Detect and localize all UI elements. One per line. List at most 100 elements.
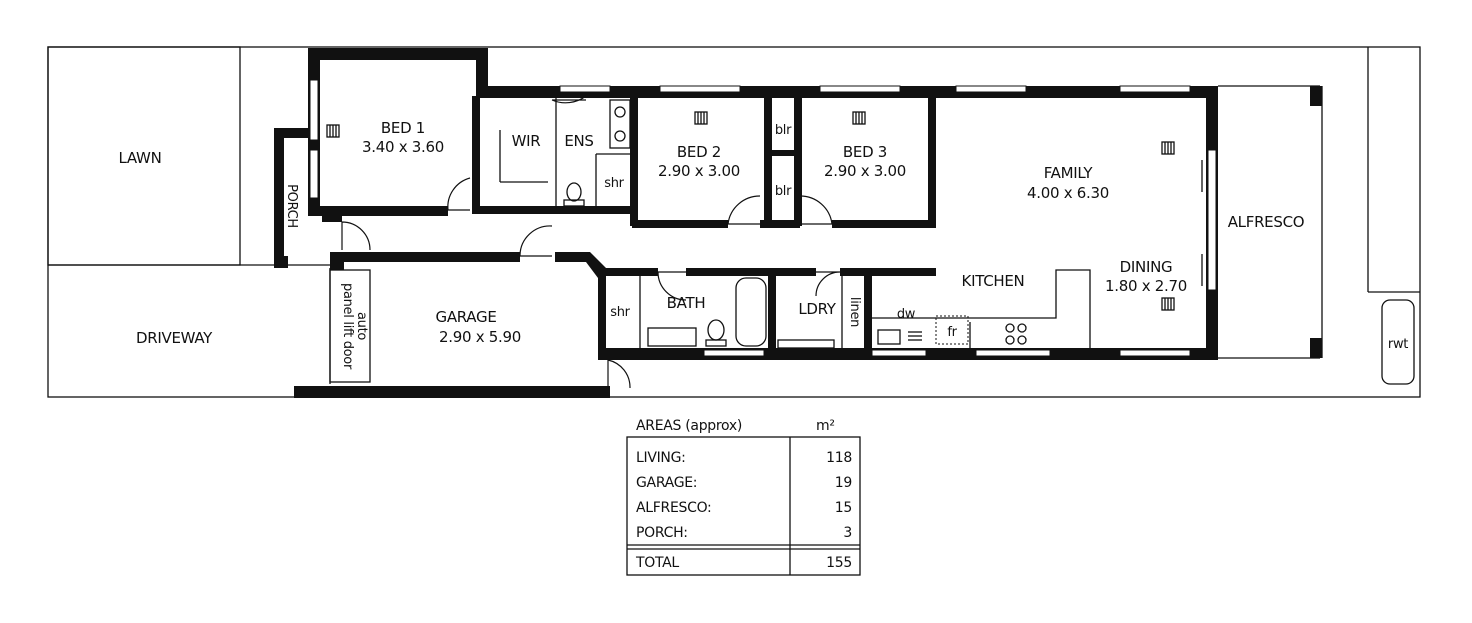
area-row-label: ALFRESCO: <box>636 500 711 516</box>
wall <box>472 96 480 214</box>
window <box>1119 85 1191 93</box>
vent-icon <box>1161 297 1175 311</box>
window <box>309 149 319 199</box>
area-row-value: 19 <box>835 475 852 491</box>
door-swing <box>607 359 631 389</box>
door-swing <box>799 195 833 225</box>
alfresco-label: ALFRESCO <box>1228 213 1305 231</box>
wall <box>630 96 638 226</box>
alfresco-post <box>1310 338 1322 358</box>
kitchen-bench <box>872 269 1091 348</box>
ens-label: ENS <box>564 132 593 150</box>
vent-icon <box>852 111 866 125</box>
vanity <box>647 327 697 347</box>
wall <box>274 128 284 268</box>
areas-unit: m² <box>816 418 835 434</box>
driveway-label: DRIVEWAY <box>136 329 213 347</box>
area-row-label: PORCH: <box>636 525 688 541</box>
window <box>955 85 1027 93</box>
basin <box>614 106 626 118</box>
vent-icon <box>694 111 708 125</box>
fridge-label: fr <box>947 325 957 340</box>
bath-label: BATH <box>667 294 706 312</box>
door-swing <box>519 225 553 257</box>
wall <box>330 252 344 270</box>
garage-door-panel <box>329 269 371 383</box>
area-total-label: TOTAL <box>635 555 679 571</box>
wall <box>760 220 800 228</box>
laundry-label: LDRY <box>798 300 836 318</box>
wall <box>598 268 606 360</box>
bed2-dims: 2.90 x 3.00 <box>658 162 740 180</box>
panel-lift-door-label: panel lift door <box>340 283 355 370</box>
wall <box>274 256 288 268</box>
window <box>975 349 1051 357</box>
area-row-value: 15 <box>835 500 852 516</box>
ens-shower-label: shr <box>604 176 624 191</box>
area-row-value: 118 <box>826 450 852 466</box>
wall <box>308 48 488 60</box>
wall <box>928 96 936 226</box>
blr-top-label: blr <box>775 123 792 138</box>
alfresco-post <box>1310 86 1322 106</box>
areas-table: AREAS (approx) m² LIVING: 118 GARAGE: 19… <box>626 418 861 576</box>
window <box>659 85 741 93</box>
window <box>871 349 927 357</box>
bed2-label: BED 2 <box>677 143 721 161</box>
bathtub <box>735 277 767 347</box>
areas-title: AREAS (approx) <box>636 418 742 434</box>
vent-icon <box>326 124 340 138</box>
cooktop-burner <box>1017 335 1027 345</box>
wall <box>686 268 816 276</box>
door-swing <box>815 271 841 297</box>
dining-label: DINING <box>1120 258 1173 276</box>
wall <box>472 206 638 214</box>
area-total-value: 155 <box>826 555 852 571</box>
wir-label: WIR <box>512 132 541 150</box>
wall <box>764 150 800 156</box>
door-swing <box>551 95 587 104</box>
rainwater-tank <box>1381 299 1415 385</box>
cooktop-burner <box>1005 335 1015 345</box>
wall <box>274 128 308 138</box>
garage-label: GARAGE <box>436 308 497 326</box>
cooktop-burner <box>1017 323 1027 333</box>
lawn-label: LAWN <box>119 149 162 167</box>
area-row-value: 3 <box>843 525 852 541</box>
dining-dims: 1.80 x 2.70 <box>1105 277 1187 295</box>
window <box>559 85 611 93</box>
garage-dims: 2.90 x 5.90 <box>439 328 521 346</box>
wall <box>764 96 772 226</box>
porch-label: PORCH <box>284 184 299 228</box>
wall <box>294 386 610 398</box>
wall <box>768 268 776 360</box>
door-swing <box>341 221 371 251</box>
sliding-door <box>1207 149 1217 291</box>
window <box>1119 349 1191 357</box>
bed1-label: BED 1 <box>381 119 425 137</box>
wall <box>840 268 936 276</box>
wall <box>476 48 488 96</box>
auto-door-label: auto <box>354 312 369 340</box>
family-label: FAMILY <box>1044 164 1094 182</box>
door-swing <box>657 271 687 301</box>
rwt-label: rwt <box>1388 337 1408 352</box>
window <box>703 349 765 357</box>
wall <box>555 252 606 278</box>
wall <box>832 220 936 228</box>
wall <box>632 220 728 228</box>
dishwasher-label: dw <box>897 307 916 322</box>
door-swing <box>447 177 471 211</box>
laundry-tub <box>777 339 835 349</box>
wall <box>322 212 342 222</box>
door-swing <box>727 195 761 225</box>
bed1-dims: 3.40 x 3.60 <box>362 138 444 156</box>
toilet-cistern <box>563 199 585 207</box>
toilet <box>566 182 582 202</box>
window <box>309 79 319 141</box>
bed3-dims: 2.90 x 3.00 <box>824 162 906 180</box>
linen-label: linen <box>847 297 862 327</box>
wall <box>598 268 658 276</box>
family-dims: 4.00 x 6.30 <box>1027 184 1109 202</box>
